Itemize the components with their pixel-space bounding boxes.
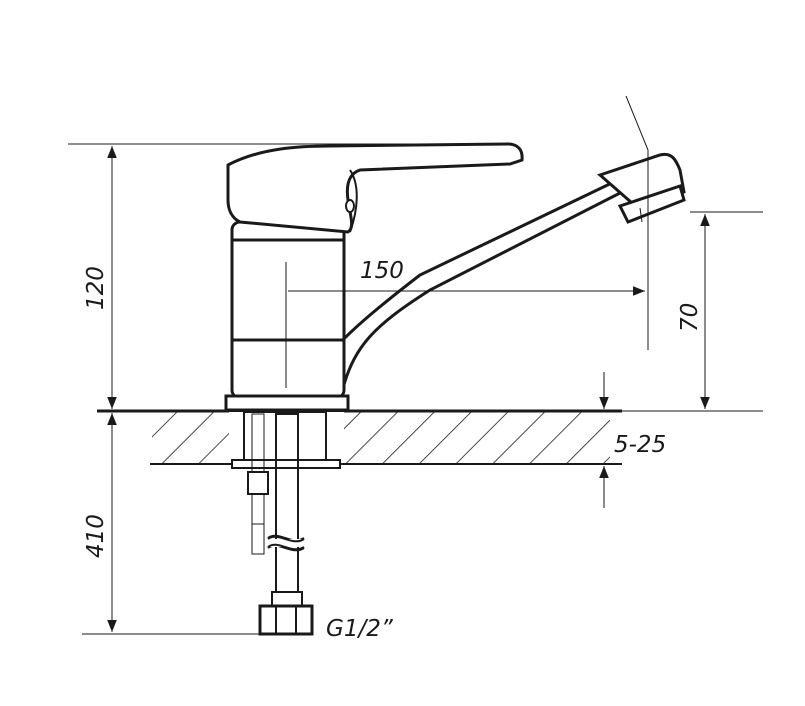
dimension-labels: 120 150 70 5-25 410 G1/2”: [83, 258, 703, 642]
handle-screw: [345, 199, 355, 213]
threaded-stud: [251, 413, 265, 525]
countertop-section: [97, 409, 622, 465]
spout-arm: [334, 177, 624, 390]
hose-nut: [258, 604, 314, 636]
handle-shape: [226, 142, 524, 234]
break-mark-lower: [267, 543, 305, 551]
label-connection-thread: G1/2”: [326, 616, 394, 642]
stud-lower: [251, 493, 265, 555]
faucet-body: [224, 220, 350, 412]
base-plate: [224, 394, 350, 412]
aerator-divider: [639, 207, 643, 223]
break-mark-upper: [267, 535, 305, 543]
label-spout-height: 70: [677, 303, 703, 332]
aerator: [617, 184, 686, 224]
label-countertop-thickness: 5-25: [614, 432, 666, 458]
mounting-sleeve: [243, 411, 327, 465]
handle-cap-edge: [349, 169, 358, 233]
spout: [334, 152, 686, 390]
break-gap: [268, 539, 306, 547]
lever-handle: [226, 142, 524, 234]
ext-line-spout-leader: [625, 95, 649, 151]
mounting-assembly: [231, 411, 341, 636]
body-cylinder: [230, 220, 346, 400]
mounting-washer: [231, 459, 341, 469]
countertop-hatch: [152, 411, 610, 463]
label-height-total: 120: [83, 266, 109, 310]
hose-ferrule: [271, 591, 303, 607]
dimension-lines: [68, 95, 763, 635]
stud-nut: [247, 471, 269, 495]
label-hose-length: 410: [83, 514, 109, 558]
label-spout-reach: 150: [360, 258, 404, 284]
